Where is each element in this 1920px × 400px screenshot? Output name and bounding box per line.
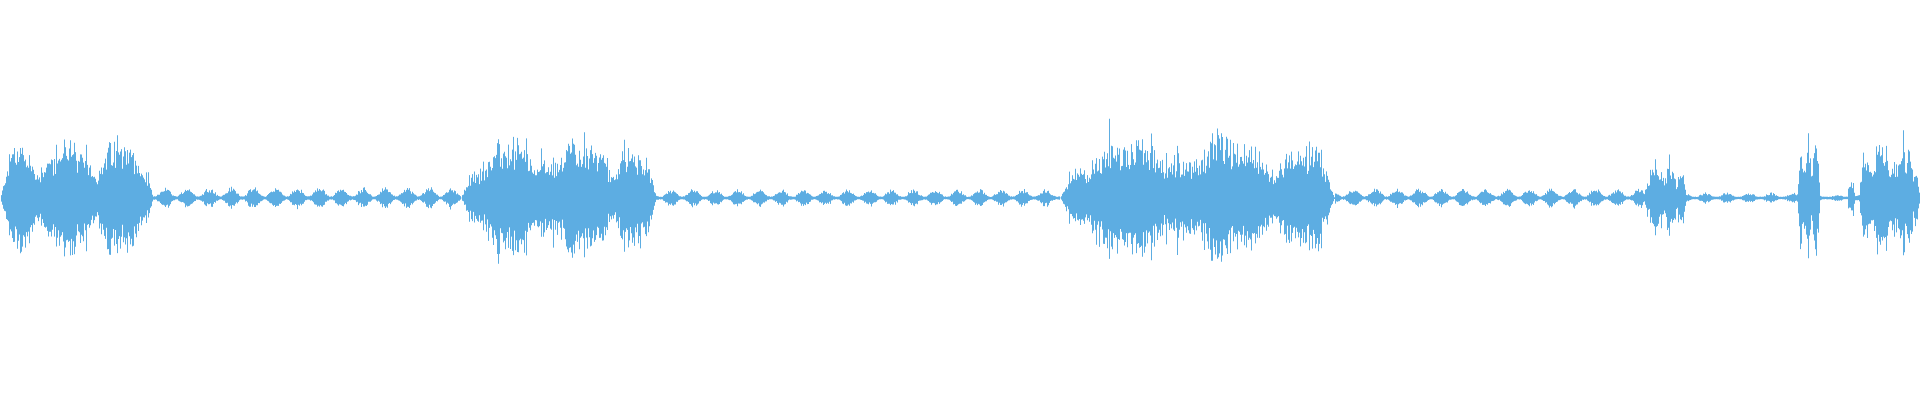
waveform-path <box>1 118 1920 264</box>
